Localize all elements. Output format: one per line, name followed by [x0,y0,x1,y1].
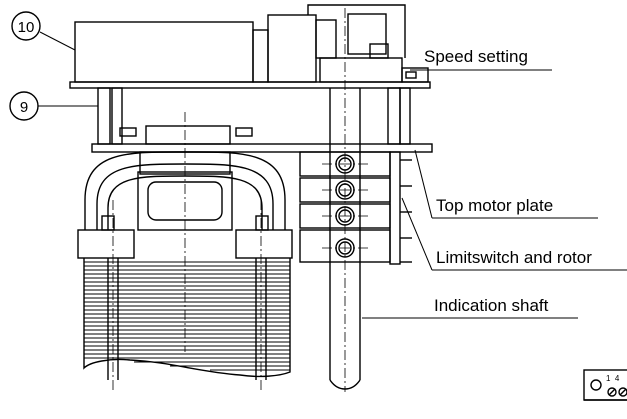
label-speed-setting: Speed setting [424,47,528,66]
top-motor-plate [91,143,433,153]
label-top-motor-plate: Top motor plate [436,196,553,215]
leader-lines [38,31,627,319]
spacer-columns [97,87,411,145]
callout-9: 9 [9,91,39,121]
center-lines [112,8,368,392]
terminal-strip [583,369,627,401]
label-indication-shaft: Indication shaft [434,296,549,315]
callout-10: 10 [11,11,41,41]
gear-housing [74,4,429,83]
upper-plate [69,81,431,89]
limitswitch-rotor-stack [299,151,412,265]
lamination-stack [84,261,290,371]
svg-text:9: 9 [20,99,28,116]
terminal-numbers: 1 4 [606,374,620,383]
svg-text:10: 10 [18,19,35,36]
label-limitswitch-and-rotor: Limitswitch and rotor [436,248,592,267]
